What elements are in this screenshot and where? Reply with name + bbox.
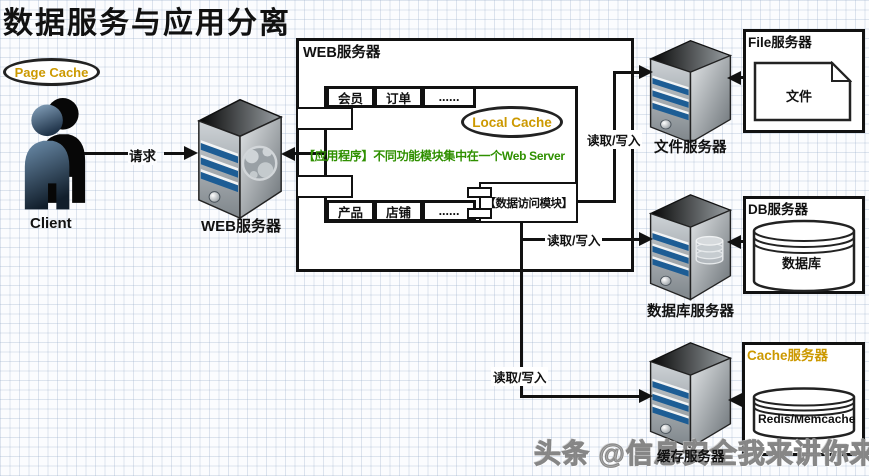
module-tab-member-label: 会员 bbox=[337, 91, 363, 106]
dbbox-arrow-stub bbox=[739, 240, 745, 243]
file-server-tower-label: 文件服务器 bbox=[654, 140, 727, 156]
local-cache-label: Local Cache bbox=[472, 114, 552, 130]
application-port-top bbox=[296, 107, 353, 130]
db-cylinder-icon bbox=[752, 219, 856, 293]
cache-server-tower-label: 缓存服务器 bbox=[657, 449, 725, 464]
module-tab-shop-label: 店铺 bbox=[385, 205, 411, 220]
cache-readwrite-label: 读取/写入 bbox=[491, 367, 549, 386]
cachebox-arrow-stub bbox=[740, 398, 744, 401]
file-conn-h1 bbox=[578, 200, 616, 203]
db-server-tower-icon bbox=[649, 194, 732, 301]
db-readwrite-label: 读取/写入 bbox=[545, 230, 603, 249]
file-arrowhead bbox=[639, 65, 653, 79]
module-tab-more-bottom-label: ...... bbox=[438, 204, 460, 218]
file-conn-h2 bbox=[613, 71, 640, 74]
web-server-tower-label: WEB服务器 bbox=[201, 218, 281, 235]
file-item-label: 文件 bbox=[786, 89, 813, 104]
file-document-icon bbox=[753, 61, 852, 122]
page-cache-ellipse: Page Cache bbox=[3, 58, 100, 86]
page-cache-label: Page Cache bbox=[14, 64, 89, 80]
application-port-bottom bbox=[296, 175, 353, 198]
cache-server-box-title: Cache服务器 bbox=[747, 348, 829, 363]
data-access-module-label: 【数据访问模块】 bbox=[484, 197, 574, 210]
cache-conn-h bbox=[520, 395, 640, 398]
filebox-arrowhead bbox=[727, 71, 741, 85]
cachebox-arrowhead bbox=[728, 393, 742, 407]
data-access-port-top bbox=[467, 187, 492, 198]
web-server-tower-icon bbox=[198, 98, 282, 219]
webbox-to-tower-arrowhead bbox=[281, 147, 295, 161]
file-readwrite-label: 读取/写入 bbox=[585, 130, 643, 149]
file-server-box-title: File服务器 bbox=[748, 35, 812, 50]
module-tab-product-label: 产品 bbox=[337, 205, 363, 220]
module-tab-shop: 店铺 bbox=[374, 200, 423, 222]
request-arrow-line-right bbox=[164, 152, 186, 155]
filebox-arrow-stub bbox=[739, 76, 745, 79]
db-item-label: 数据库 bbox=[782, 256, 822, 271]
db-server-tower-label: 数据库服务器 bbox=[647, 304, 734, 320]
module-tab-member: 会员 bbox=[326, 86, 375, 108]
db-server-box-title: DB服务器 bbox=[748, 202, 808, 217]
data-access-port-bottom bbox=[467, 208, 492, 219]
request-arrow-line-left bbox=[84, 152, 128, 155]
watermark-text: 头条 @信息安全我来讲你来听 bbox=[534, 439, 869, 470]
db-cache-conn-v bbox=[520, 222, 523, 398]
db-arrowhead bbox=[639, 232, 653, 246]
cache-arrowhead bbox=[639, 389, 653, 403]
data-access-module-box: 【数据访问模块】 bbox=[479, 182, 578, 223]
application-note: 【应用程序】不同功能模块集中在一个Web Server bbox=[303, 149, 565, 163]
dbbox-arrowhead bbox=[727, 235, 741, 249]
request-arrowhead bbox=[184, 146, 198, 160]
request-label: 请求 bbox=[128, 145, 157, 165]
webbox-tower-connector bbox=[294, 152, 326, 155]
module-tab-product: 产品 bbox=[326, 200, 375, 222]
file-server-tower-icon bbox=[649, 39, 732, 144]
module-tab-more-top-label: ...... bbox=[438, 90, 460, 104]
module-tab-more-top: ...... bbox=[422, 86, 476, 108]
web-server-box-title: WEB服务器 bbox=[303, 45, 381, 61]
client-label: Client bbox=[30, 215, 72, 232]
local-cache-ellipse: Local Cache bbox=[461, 106, 563, 138]
cache-item-label: Redis/Memcache bbox=[758, 412, 856, 426]
cache-cylinder-icon bbox=[752, 387, 856, 440]
page-title: 数据服务与应用分离 bbox=[3, 7, 291, 40]
client-person-icon bbox=[24, 98, 86, 210]
module-tab-more-bottom: ...... bbox=[422, 200, 476, 222]
module-tab-order: 订单 bbox=[374, 86, 423, 108]
module-tab-order-label: 订单 bbox=[385, 91, 411, 106]
